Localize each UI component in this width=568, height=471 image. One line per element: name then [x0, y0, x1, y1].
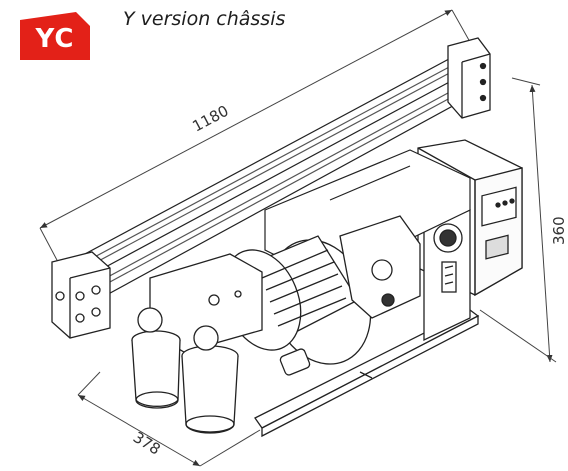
filter-housing-right: [181, 325, 239, 434]
dimension-depth-label: 378: [130, 428, 164, 458]
dimension-height: [479, 77, 557, 363]
tube-end-cap-right: [447, 37, 491, 119]
base-frame: [254, 309, 480, 438]
dimension-height-label: 360: [550, 216, 568, 245]
pump: [339, 215, 421, 319]
dimension-depth: [77, 371, 261, 467]
filter-housing-left: [131, 307, 181, 409]
dimension-length: [39, 9, 471, 263]
tube-end-cap-left: [51, 251, 111, 339]
